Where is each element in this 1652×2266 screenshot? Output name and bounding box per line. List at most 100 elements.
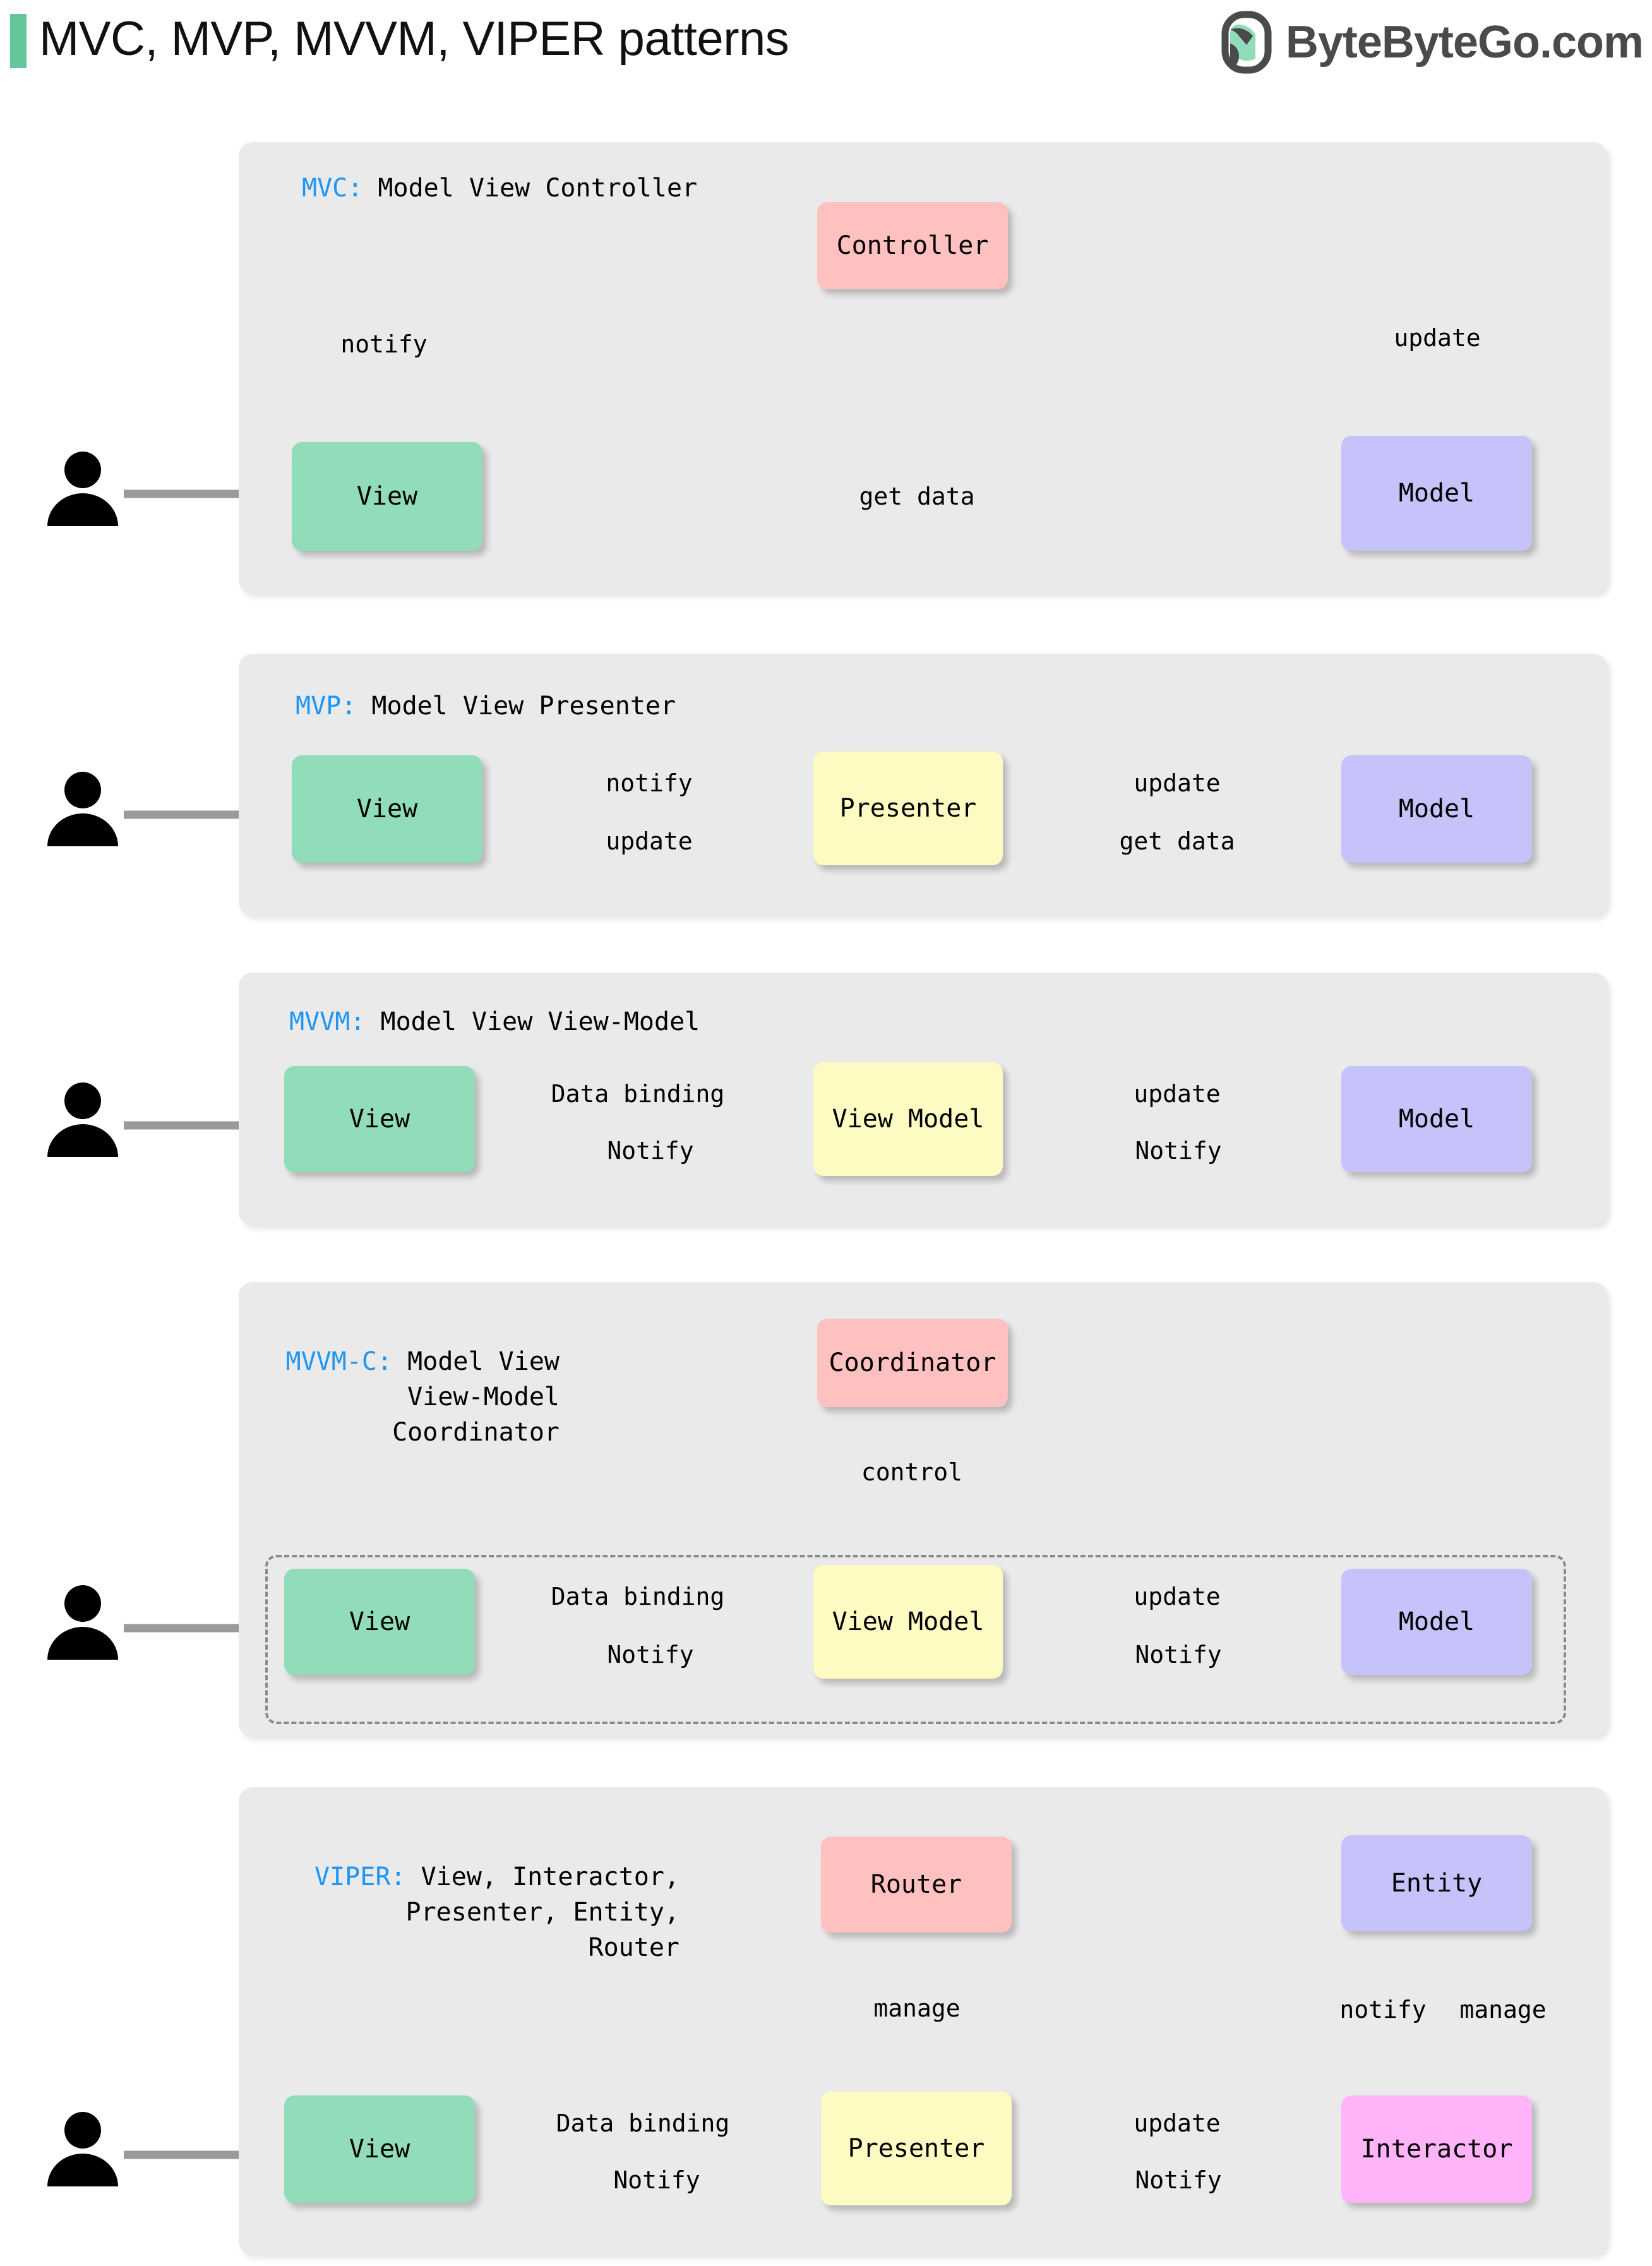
section-title-mvp: MVP: Model View Presenter bbox=[296, 688, 676, 724]
edge-label-mvvmc-notify-left: Notify bbox=[607, 1641, 694, 1669]
page-header: MVC, MVP, MVVM, VIPER patterns ByteByteG… bbox=[0, 0, 1652, 95]
user-avatar-mvc bbox=[45, 452, 120, 526]
node-viper-interactor[interactable]: Interactor bbox=[1341, 2095, 1532, 2203]
node-mvvmc-model[interactable]: Model bbox=[1341, 1569, 1532, 1675]
node-label: View bbox=[356, 794, 418, 824]
node-label: Coordinator bbox=[829, 1348, 997, 1377]
section-title-line-2: Presenter, Entity, bbox=[405, 1898, 679, 1927]
edge-label-mvp-update-left: update bbox=[606, 827, 693, 855]
avatar-body-icon bbox=[47, 493, 118, 526]
node-label: View bbox=[356, 482, 418, 511]
edge-label-mvvmc-control: control bbox=[861, 1458, 963, 1486]
section-title-line-3: Coordinator bbox=[392, 1418, 560, 1447]
section-title-line-1: View, Interactor, bbox=[421, 1862, 679, 1891]
edge-label-mvvm-notify-left: Notify bbox=[607, 1137, 694, 1165]
edge-label-mvvmc-notify-right: Notify bbox=[1135, 1641, 1222, 1669]
node-label: View bbox=[349, 1105, 410, 1134]
edge-label-mvp-update-right: update bbox=[1134, 769, 1221, 797]
user-avatar-mvp bbox=[45, 772, 120, 846]
node-label: View Model bbox=[832, 1105, 985, 1134]
node-mvvmc-coordinator[interactable]: Coordinator bbox=[817, 1319, 1008, 1407]
node-label: Model bbox=[1398, 794, 1475, 824]
user-avatar-viper bbox=[45, 2112, 120, 2186]
edge-label-viper-manage-entity: manage bbox=[1459, 1996, 1547, 2023]
section-tag-mvc: MVC: bbox=[302, 174, 363, 203]
node-mvp-model[interactable]: Model bbox=[1341, 755, 1532, 863]
edge-label-viper-notify-left: Notify bbox=[613, 2166, 700, 2194]
node-label: Interactor bbox=[1360, 2135, 1513, 2164]
section-title-line-3: Router bbox=[588, 1933, 680, 1962]
edge-label-viper-notify-right: Notify bbox=[1135, 2166, 1222, 2194]
edge-label-viper-notify-entity: notify bbox=[1339, 1996, 1427, 2023]
node-viper-entity[interactable]: Entity bbox=[1341, 1835, 1532, 1931]
mvvm-group-boundary bbox=[265, 1555, 1566, 1724]
edge-label-viper-databinding: Data binding bbox=[556, 2109, 730, 2137]
avatar-head-icon bbox=[64, 772, 101, 808]
edge-label-mvvm-databinding: Data binding bbox=[551, 1080, 725, 1108]
node-mvvmc-view[interactable]: View bbox=[284, 1569, 475, 1675]
brand-text: ByteByteGo.com bbox=[1285, 17, 1644, 68]
node-mvc-controller[interactable]: Controller bbox=[817, 202, 1008, 289]
node-label: Presenter bbox=[839, 794, 977, 823]
node-label: Router bbox=[870, 1870, 962, 1899]
avatar-body-icon bbox=[47, 1124, 118, 1157]
section-title-viper: VIPER: View, Interactor, Presenter, Entit… bbox=[282, 1859, 679, 1965]
edge-label-mvc-getdata: get data bbox=[859, 483, 975, 510]
section-tag-mvvmc: MVVM-C: bbox=[285, 1347, 393, 1376]
section-title-mvvm: MVVM: Model View View-Model bbox=[289, 1004, 700, 1040]
edge-label-mvvm-update: update bbox=[1134, 1080, 1221, 1108]
section-title-text-mvp: Model View Presenter bbox=[371, 692, 676, 721]
brand-lockup: ByteByteGo.com bbox=[1218, 9, 1644, 76]
section-tag-mvp: MVP: bbox=[296, 692, 357, 721]
node-label: Model bbox=[1398, 1607, 1475, 1636]
user-avatar-mvvm bbox=[45, 1082, 120, 1157]
node-mvc-view[interactable]: View bbox=[292, 442, 482, 551]
edge-label-mvvmc-databinding: Data binding bbox=[551, 1583, 725, 1610]
edge-label-mvc-notify: notify bbox=[340, 330, 428, 358]
node-mvc-model[interactable]: Model bbox=[1341, 436, 1532, 551]
node-mvvmc-viewmodel[interactable]: View Model bbox=[813, 1565, 1003, 1679]
edge-label-mvvmc-update: update bbox=[1134, 1583, 1221, 1610]
node-viper-view[interactable]: View bbox=[284, 2095, 475, 2203]
section-title-text-mvvm: Model View View-Model bbox=[380, 1007, 700, 1036]
avatar-body-icon bbox=[47, 813, 118, 846]
page-title: MVC, MVP, MVVM, VIPER patterns bbox=[39, 12, 789, 66]
edge-label-viper-manage-router: manage bbox=[873, 1994, 961, 2022]
node-mvp-presenter[interactable]: Presenter bbox=[813, 752, 1003, 865]
title-accent-bar bbox=[10, 14, 27, 68]
node-label: Controller bbox=[836, 231, 989, 260]
node-mvp-view[interactable]: View bbox=[292, 755, 482, 863]
node-mvvm-model[interactable]: Model bbox=[1341, 1066, 1532, 1172]
node-mvvm-viewmodel[interactable]: View Model bbox=[813, 1062, 1003, 1176]
section-title-text-mvc: Model View Controller bbox=[378, 174, 698, 203]
user-avatar-mvvmc bbox=[45, 1585, 120, 1660]
node-label: Model bbox=[1398, 1105, 1475, 1134]
avatar-head-icon bbox=[64, 2112, 101, 2149]
node-label: Entity bbox=[1391, 1869, 1483, 1898]
section-tag-mvvm: MVVM: bbox=[289, 1007, 366, 1036]
edge-label-viper-update: update bbox=[1134, 2109, 1221, 2137]
avatar-head-icon bbox=[64, 1082, 101, 1119]
node-viper-presenter[interactable]: Presenter bbox=[821, 2092, 1012, 2205]
section-tag-viper: VIPER: bbox=[314, 1862, 406, 1891]
node-label: View Model bbox=[832, 1607, 985, 1636]
section-title-line-1: Model View bbox=[407, 1347, 560, 1376]
node-label: Presenter bbox=[847, 2134, 985, 2163]
section-title-line-2: View-Model bbox=[407, 1382, 560, 1412]
node-mvvm-view[interactable]: View bbox=[284, 1066, 475, 1172]
avatar-head-icon bbox=[64, 452, 101, 488]
edge-label-mvp-getdata: get data bbox=[1119, 827, 1235, 855]
avatar-body-icon bbox=[47, 2154, 118, 2186]
node-viper-router[interactable]: Router bbox=[821, 1837, 1012, 1933]
edge-label-mvp-notify: notify bbox=[606, 769, 693, 797]
node-label: View bbox=[349, 2135, 410, 2164]
bytebytego-logo-icon bbox=[1218, 11, 1276, 74]
edge-label-mvvm-notify-right: Notify bbox=[1135, 1137, 1222, 1165]
node-label: View bbox=[349, 1607, 410, 1636]
avatar-body-icon bbox=[47, 1627, 118, 1660]
avatar-head-icon bbox=[64, 1585, 101, 1622]
node-label: Model bbox=[1398, 479, 1475, 508]
section-title-mvc: MVC: Model View Controller bbox=[302, 171, 697, 206]
